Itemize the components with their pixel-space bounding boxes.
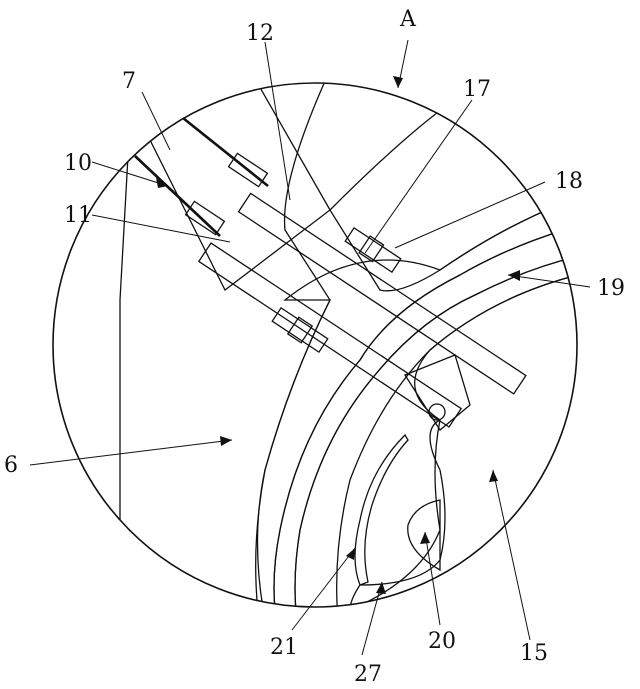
label-27: 27: [354, 662, 382, 687]
pivot-pin: [428, 403, 446, 421]
fastener-lower: [271, 306, 329, 354]
bar-12: [237, 192, 527, 395]
detail-circle: [52, 82, 578, 608]
label-19: 19: [597, 276, 625, 301]
label-21: 21: [270, 635, 298, 660]
fastener-17-18: [344, 226, 402, 274]
label-11: 11: [64, 203, 92, 228]
part-21-blade: [354, 433, 409, 586]
label-15: 15: [520, 641, 548, 666]
leader-arrowheads: [156, 76, 520, 594]
pivot-block: [404, 354, 471, 431]
pin-lower: [184, 200, 226, 236]
leader-lines: [29, 39, 591, 656]
arrow-line-upper: [182, 116, 269, 188]
part-20-lobe: [407, 499, 441, 572]
inner-gap: [294, 251, 577, 607]
label-a: A: [399, 7, 417, 32]
bar-11: [197, 242, 463, 428]
part-27-edge: [349, 419, 446, 607]
label-6: 6: [4, 453, 18, 478]
pin-upper: [227, 152, 269, 188]
label-20: 20: [428, 629, 456, 654]
label-10: 10: [64, 151, 92, 176]
label-12: 12: [246, 21, 274, 46]
detail-contents: [119, 83, 577, 607]
label-18: 18: [555, 169, 583, 194]
label-7: 7: [122, 69, 136, 94]
label-17: 17: [463, 77, 491, 102]
arrow-line-lower: [134, 155, 221, 237]
